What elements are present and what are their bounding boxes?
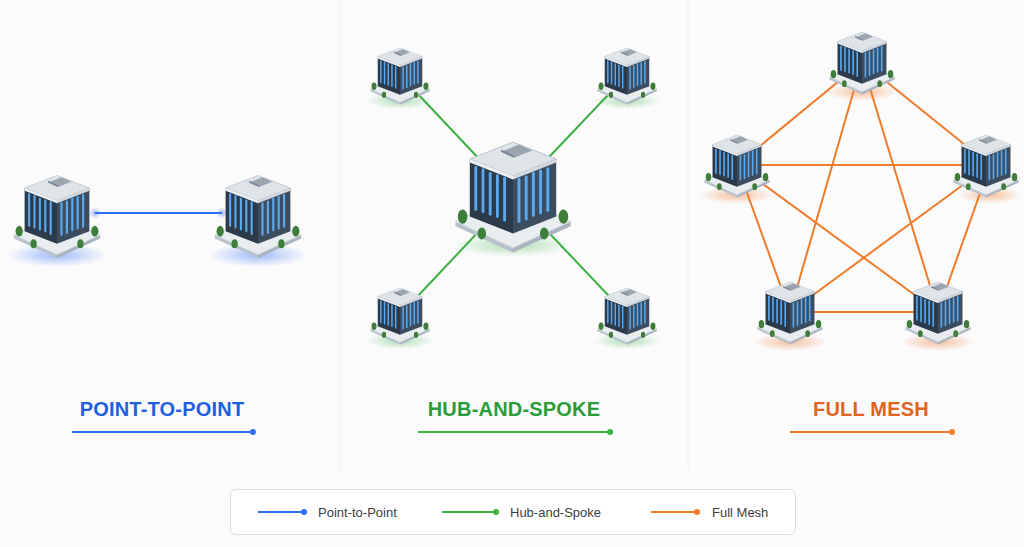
- legend-text: Point-to-Point: [318, 505, 397, 520]
- legend-text: Hub-and-Spoke: [510, 505, 601, 520]
- panel-heading: HUB-AND-SPOKE: [428, 398, 601, 421]
- legend-text: Full Mesh: [712, 505, 768, 520]
- panel-heading: POINT-TO-POINT: [80, 398, 245, 421]
- panel-heading: FULL MESH: [813, 398, 929, 421]
